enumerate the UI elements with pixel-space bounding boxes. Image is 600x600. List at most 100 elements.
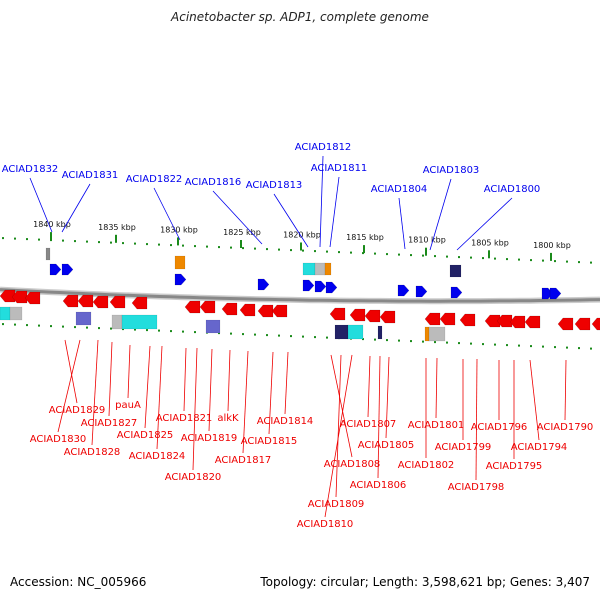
tick-dot [578, 347, 580, 350]
feature-box [75, 311, 92, 326]
reverse-gene-arrow [329, 307, 346, 321]
major-tick [50, 232, 52, 241]
major-tick [300, 242, 302, 251]
tick-dot [266, 248, 268, 251]
forward-leader-line [153, 187, 181, 241]
reverse-gene-label: ACIAD1794 [511, 442, 568, 453]
tick-dot [326, 336, 328, 339]
forward-leader-line [29, 177, 53, 233]
tick-dot [386, 339, 388, 342]
forward-gene-arrow [397, 284, 410, 297]
reverse-leader-line [144, 345, 151, 429]
map-title: Acinetobacter sp. ADP1, complete genome [171, 10, 429, 24]
tick-dot [506, 258, 508, 261]
reverse-gene-arrow [524, 315, 541, 329]
tick-dot [242, 333, 244, 336]
reverse-gene-arrow [439, 312, 456, 326]
tick-dot [470, 342, 472, 345]
reverse-gene-label: ACIAD1815 [241, 436, 298, 447]
forward-gene-arrow [257, 278, 270, 291]
tick-dot [254, 333, 256, 336]
reverse-gene-label: ACIAD1820 [165, 472, 222, 483]
forward-leader-line [319, 155, 324, 248]
reverse-gene-label: ACIAD1801 [408, 420, 465, 431]
feature-box [111, 314, 123, 330]
tick-dot [194, 331, 196, 334]
feature-box [0, 306, 11, 321]
tick-dot [446, 255, 448, 258]
scale-label: 1805 kbp [471, 238, 509, 247]
reverse-gene-label: ACIAD1828 [64, 447, 121, 458]
tick-dot [218, 246, 220, 249]
tick-dot [410, 340, 412, 343]
tick-dot [422, 340, 424, 343]
backbone-line [0, 288, 600, 303]
reverse-gene-arrow [379, 310, 396, 324]
tick-dot [86, 326, 88, 329]
feature-box [377, 325, 383, 340]
forward-gene-label: ACIAD1813 [246, 180, 303, 191]
tick-dot [350, 251, 352, 254]
reverse-gene-arrow [509, 315, 526, 329]
tick-dot [14, 237, 16, 240]
reverse-gene-arrow [92, 295, 109, 309]
tick-dot [278, 334, 280, 337]
forward-gene-arrow [325, 281, 338, 294]
forward-gene-label: ACIAD1822 [126, 174, 183, 185]
scale-label: 1840 kbp [33, 220, 71, 229]
reverse-gene-label: ACIAD1808 [324, 459, 381, 470]
feature-box [45, 247, 51, 261]
tick-dot [398, 253, 400, 256]
reverse-gene-arrow [131, 296, 148, 310]
scale-label: 1825 kbp [223, 228, 261, 237]
reverse-gene-arrow [24, 291, 41, 305]
tick-dot [542, 345, 544, 348]
reverse-gene-arrow [77, 294, 94, 308]
reverse-leader-line [156, 345, 163, 450]
reverse-gene-arrow [364, 309, 381, 323]
scale-label: 1835 kbp [98, 223, 136, 232]
tick-dot [182, 330, 184, 333]
forward-gene-arrow [174, 273, 187, 286]
forward-gene-label: ACIAD1812 [295, 142, 352, 153]
reverse-gene-arrow [424, 312, 441, 326]
feature-box [174, 255, 186, 270]
reverse-leader-line [242, 350, 249, 454]
feature-box [449, 264, 462, 278]
major-tick [240, 240, 242, 248]
tick-dot [386, 253, 388, 256]
reverse-gene-arrow [459, 313, 476, 327]
feature-box [424, 326, 430, 342]
forward-leader-line [398, 197, 406, 250]
tick-dot [98, 327, 100, 330]
feature-box [302, 262, 316, 276]
tick-dot [470, 256, 472, 259]
reverse-gene-label: ACIAD1827 [81, 418, 138, 429]
tick-dot [170, 330, 172, 333]
tick-dot [62, 325, 64, 328]
tick-dot [422, 254, 424, 257]
major-tick [425, 247, 427, 256]
tick-dot [74, 326, 76, 329]
tick-dot [566, 260, 568, 263]
reverse-gene-arrow [199, 300, 216, 314]
scale-label: 1815 kbp [346, 233, 384, 242]
tick-dot [542, 259, 544, 262]
scale-label: 1800 kbp [533, 241, 571, 250]
reverse-gene-arrow [484, 314, 501, 328]
reverse-gene-arrow [271, 304, 288, 318]
major-tick [177, 237, 179, 246]
reverse-gene-label: ACIAD1798 [448, 482, 505, 493]
tick-dot [314, 250, 316, 253]
reverse-leader-line [91, 339, 99, 446]
scale-label: 1830 kbp [160, 225, 198, 234]
tick-dot [482, 343, 484, 346]
reverse-gene-label: ACIAD1809 [308, 499, 365, 510]
reverse-leader-line [227, 349, 231, 412]
feature-box [334, 324, 349, 340]
forward-gene-label: ACIAD1816 [185, 177, 242, 188]
major-tick [363, 245, 365, 254]
reverse-leader-line [127, 344, 131, 399]
reverse-gene-label: ACIAD1825 [117, 430, 174, 441]
